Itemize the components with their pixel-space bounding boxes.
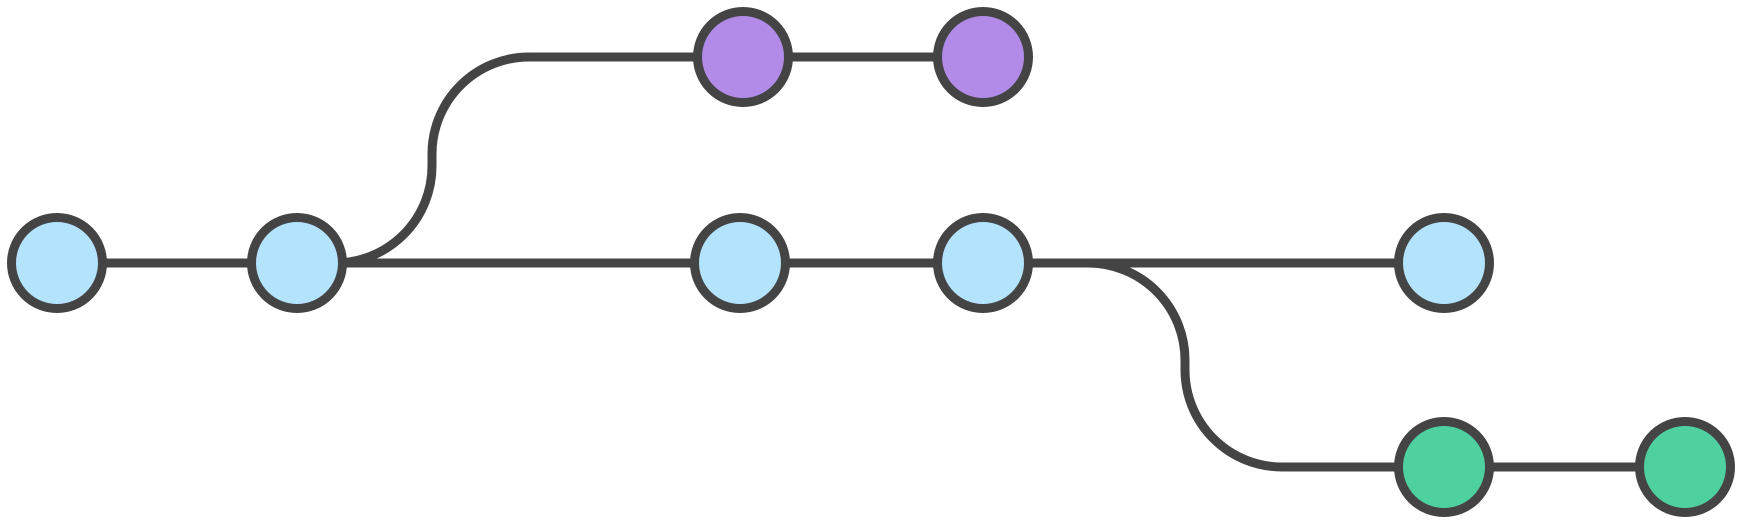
commit-node-m4 [933,213,1033,313]
commit-node-m2 [247,213,347,313]
edge-m4-b1 [983,258,1444,472]
commit-node-b2 [1635,417,1735,517]
commit-nodes [7,7,1735,517]
commit-node-m3 [690,213,790,313]
commit-node-b1 [1394,417,1494,517]
commit-node-m1 [7,213,107,313]
edge-m2-t1 [297,52,743,268]
commit-node-m5 [1394,213,1494,313]
commit-node-t1 [693,7,793,107]
commit-node-t2 [933,7,1033,107]
